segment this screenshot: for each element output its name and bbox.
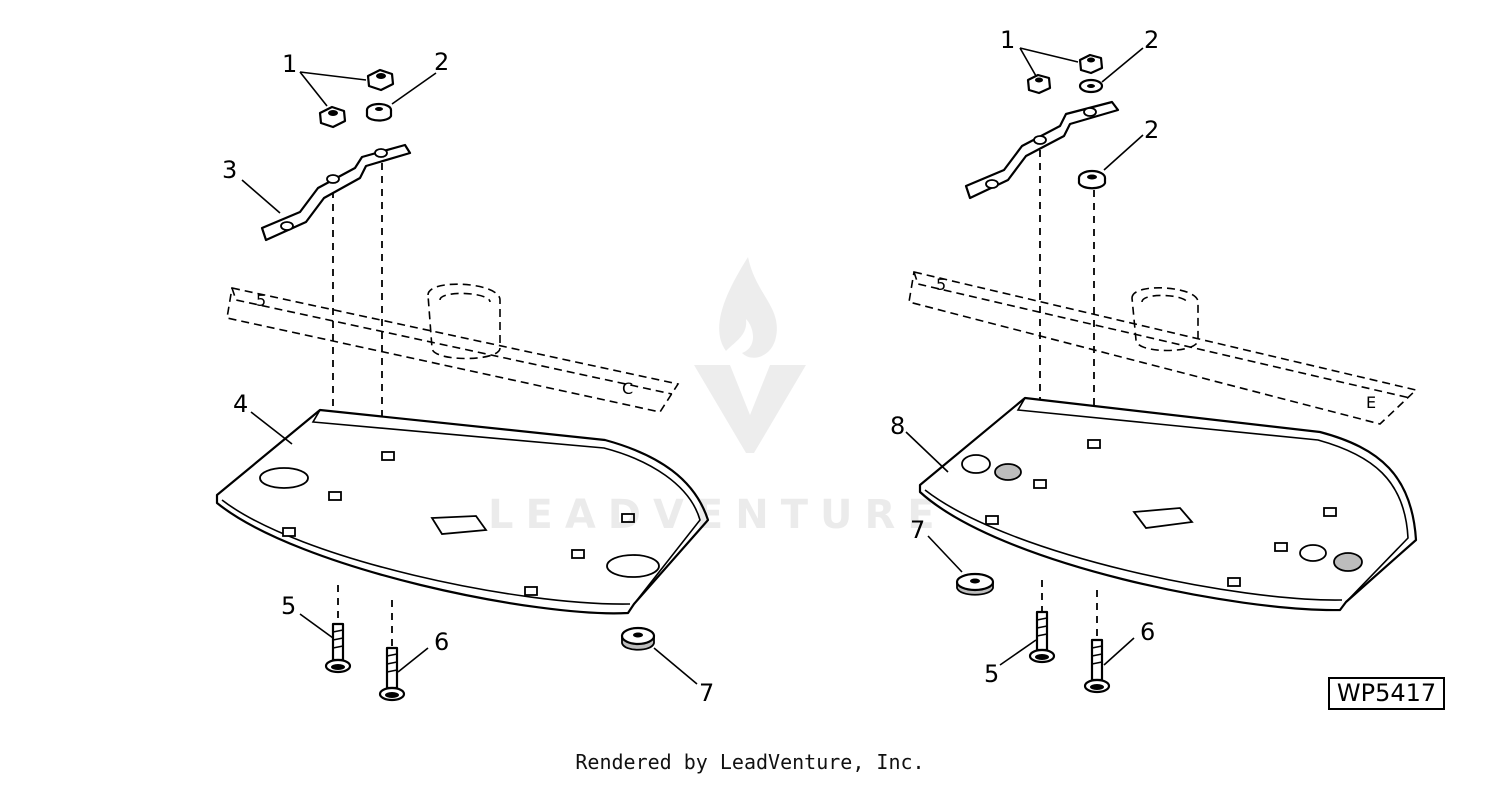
right-nut-1b xyxy=(1026,73,1052,95)
right-callout-2-lower: 2 xyxy=(1144,116,1159,144)
left-bracket-3 xyxy=(260,143,412,242)
left-nut-1b xyxy=(318,105,347,129)
left-callout-4: 4 xyxy=(233,390,248,418)
right-callout-8: 8 xyxy=(890,412,905,440)
right-assembly: 5 E xyxy=(890,26,1418,694)
right-bracket xyxy=(964,100,1120,200)
left-washer-2 xyxy=(365,102,393,122)
left-bolt-5 xyxy=(324,622,352,674)
left-assembly: 5 C xyxy=(215,48,714,707)
right-spacer-7 xyxy=(955,572,995,596)
svg-text:E: E xyxy=(1366,393,1376,412)
right-deflector-plate-8 xyxy=(918,396,1418,612)
right-nut-1a xyxy=(1078,53,1104,75)
right-bolt-6 xyxy=(1083,638,1111,694)
left-callout-1: 1 xyxy=(282,50,297,78)
right-washer-2b xyxy=(1077,169,1107,190)
left-nut-1a xyxy=(366,68,395,92)
watermark-text: LEADVENTURE xyxy=(488,492,947,538)
right-callout-6: 6 xyxy=(1140,618,1155,646)
right-bolt-5 xyxy=(1028,610,1056,664)
svg-text:C: C xyxy=(622,379,633,398)
left-bolt-6 xyxy=(378,646,406,702)
left-callout-7: 7 xyxy=(699,679,714,707)
right-callout-1: 1 xyxy=(1000,26,1015,54)
leadventure-watermark-logo xyxy=(694,257,806,453)
right-ghost-mounting-bar: 5 E xyxy=(908,271,1418,425)
left-callout-6: 6 xyxy=(434,628,449,656)
svg-text:5: 5 xyxy=(256,291,266,310)
svg-text:5: 5 xyxy=(936,275,946,294)
left-deflector-plate-4 xyxy=(215,408,710,615)
left-callout-2: 2 xyxy=(434,48,449,76)
right-callout-7: 7 xyxy=(910,516,925,544)
right-callout-5: 5 xyxy=(984,660,999,688)
right-callout-2-top: 2 xyxy=(1144,26,1159,54)
figure-code-label: WP5417 xyxy=(1328,677,1445,710)
left-callout-3: 3 xyxy=(222,156,237,184)
left-callout-5: 5 xyxy=(281,592,296,620)
left-spacer-7 xyxy=(620,626,656,651)
left-ghost-mounting-bar: 5 C xyxy=(226,283,680,413)
rendered-by-credit: Rendered by LeadVenture, Inc. xyxy=(575,750,925,774)
right-washer-2a xyxy=(1078,78,1104,94)
